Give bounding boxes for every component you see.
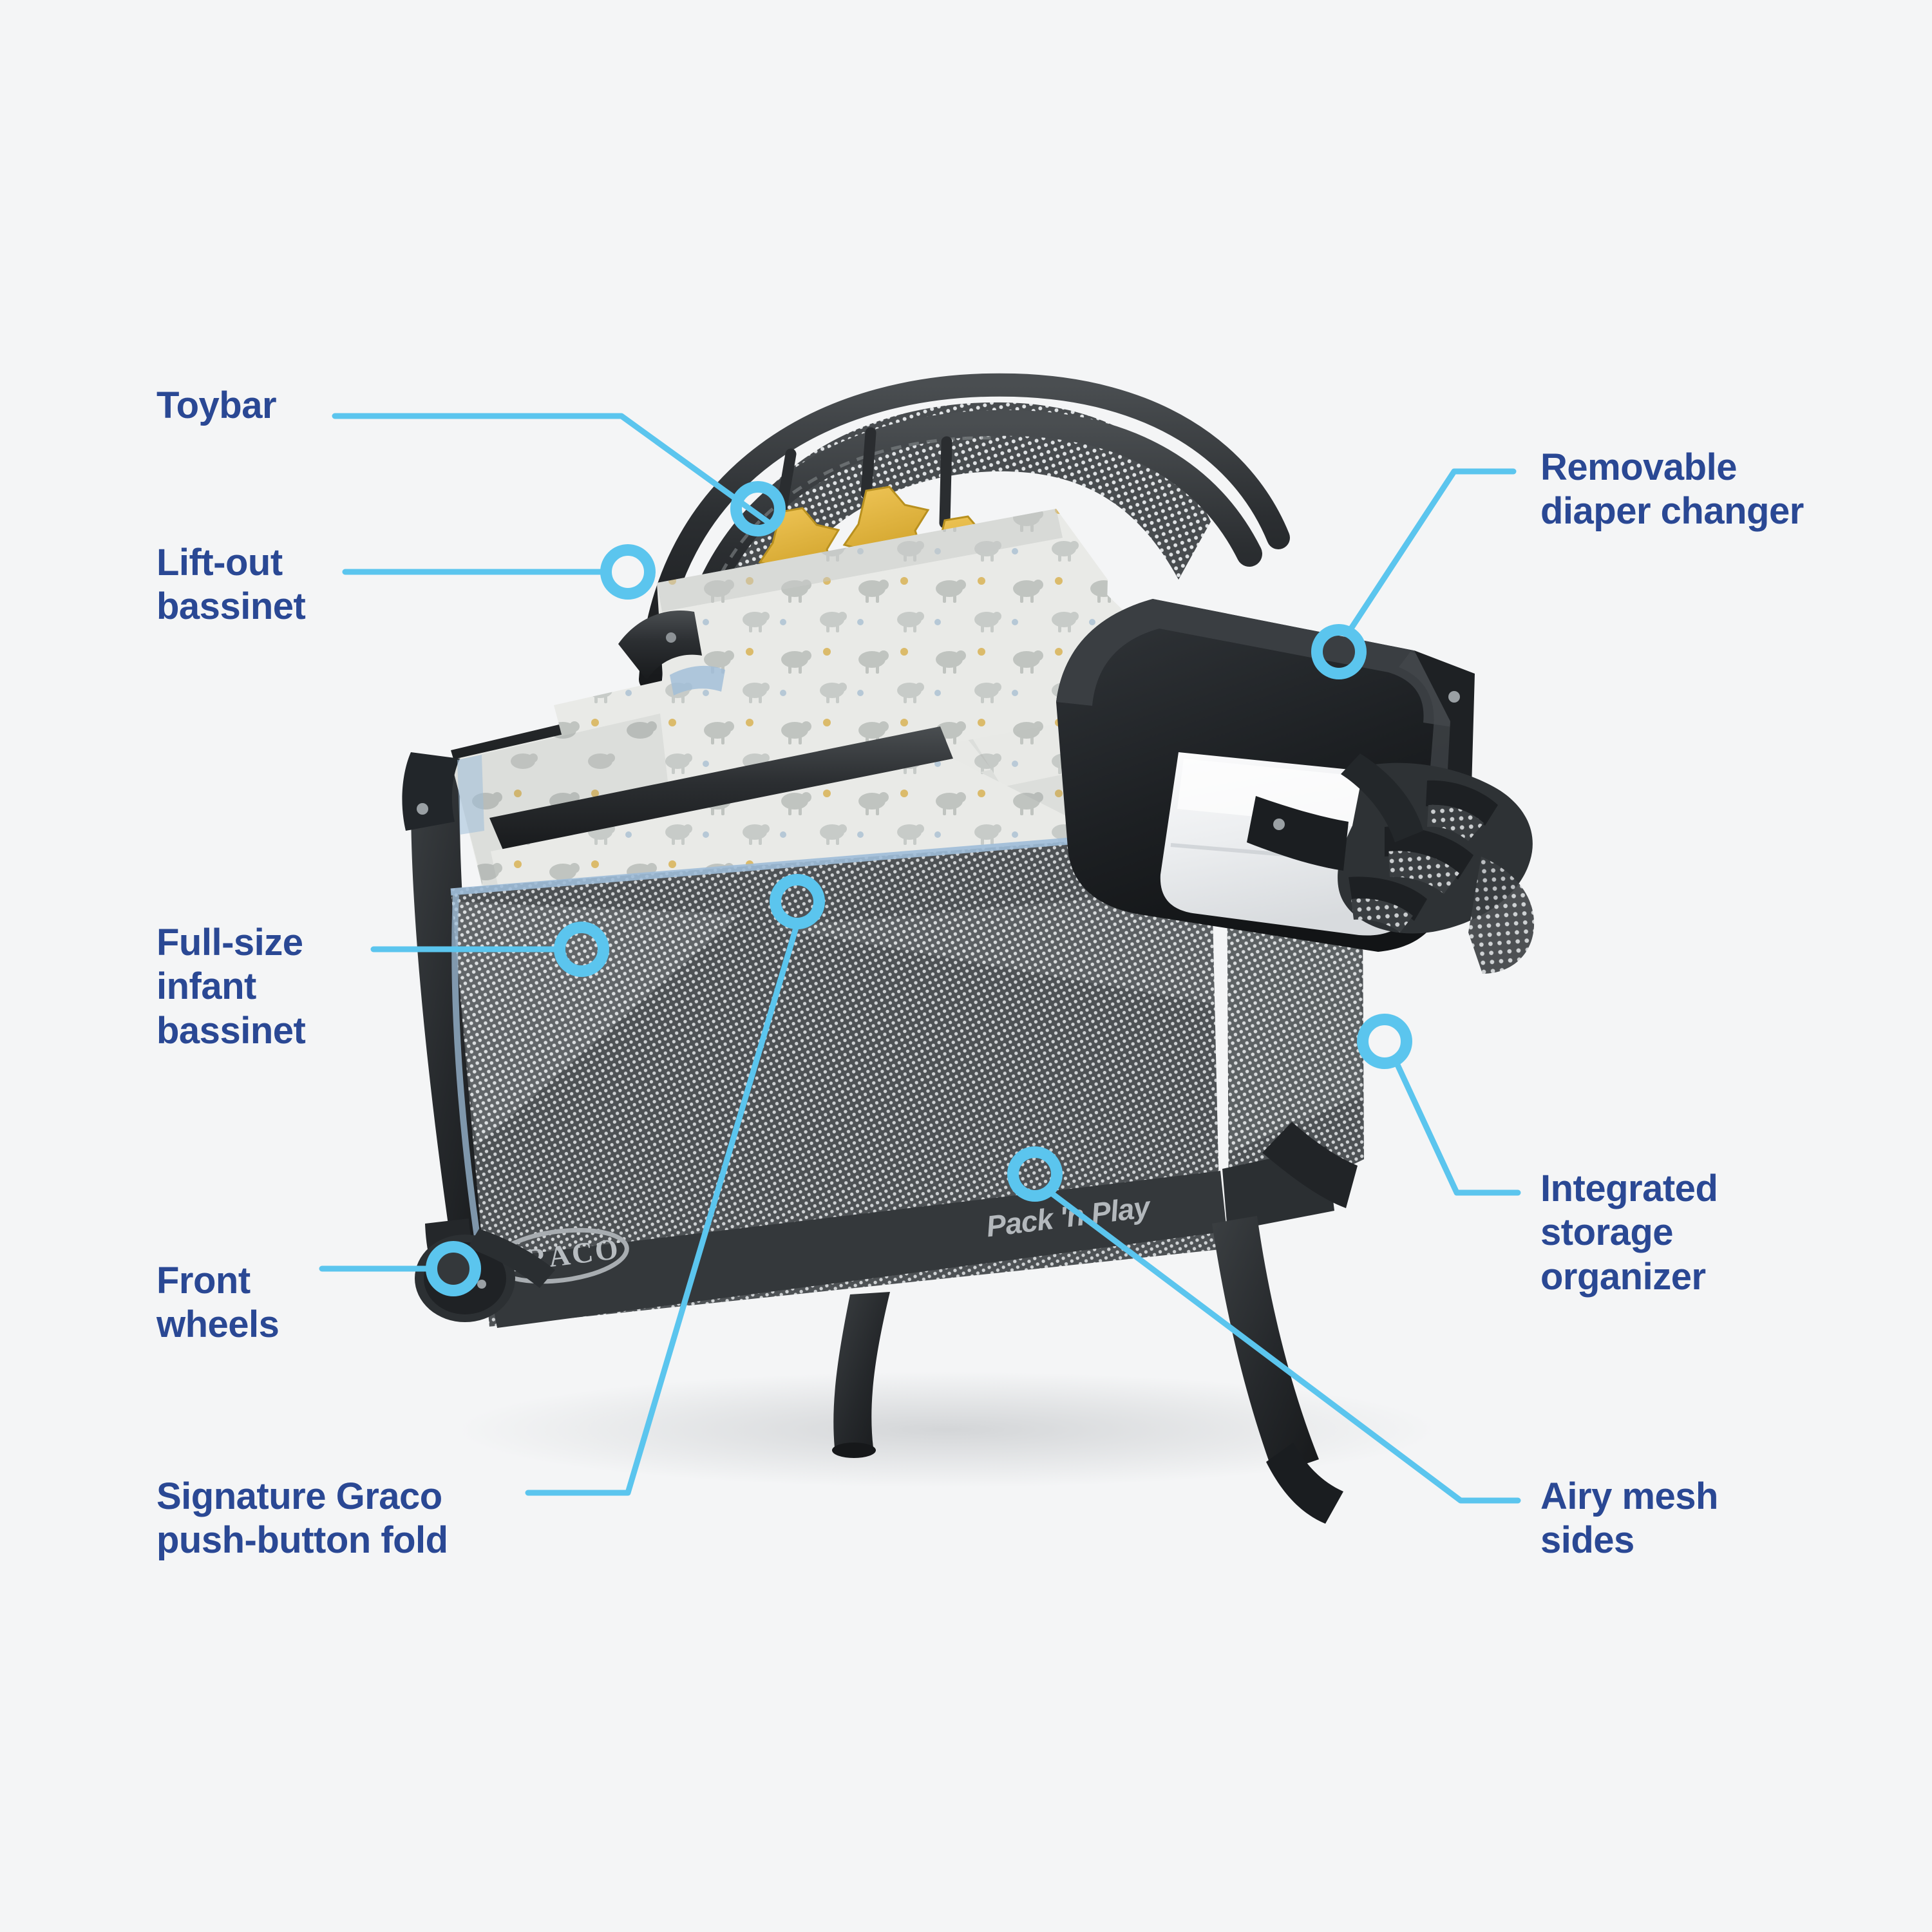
left-bracket-trim bbox=[457, 755, 484, 835]
toybar-arch-stitching bbox=[690, 436, 996, 677]
callout-label-signature-graco-push-button-fold[interactable]: Signature Graco push-button fold bbox=[156, 1475, 448, 1562]
front-leg-foot bbox=[832, 1443, 876, 1458]
hinge-blue-trim bbox=[670, 665, 725, 696]
callout-label-full-size-infant-bassinet[interactable]: Full-size infant bassinet bbox=[156, 922, 306, 1052]
callout-label-removable-diaper-changer[interactable]: Removable diaper changer bbox=[1540, 446, 1804, 533]
organizer-side-basket bbox=[1468, 857, 1535, 974]
changer-top-rim bbox=[1056, 599, 1458, 728]
callout-label-integrated-storage-organizer[interactable]: Integrated storage organizer bbox=[1540, 1168, 1718, 1298]
integrated-storage-organizer bbox=[1316, 762, 1535, 974]
right-corner-bracket bbox=[1262, 1122, 1358, 1208]
changer-flap-rivet bbox=[1448, 691, 1460, 703]
right-corner-post bbox=[1247, 796, 1349, 871]
playard-body: GRACO Pack 'n Play bbox=[402, 509, 1535, 1524]
right-frame-bar bbox=[1341, 753, 1423, 842]
organizer-pocket-top bbox=[1426, 780, 1498, 841]
left-bracket-rivet bbox=[417, 803, 428, 815]
bassinet-front-rail bbox=[489, 726, 953, 851]
left-corner-bracket bbox=[402, 752, 460, 831]
toybar-rear-arch bbox=[639, 373, 1290, 691]
right-post-rivet bbox=[1273, 819, 1285, 830]
callout-label-front-wheels[interactable]: Front wheels bbox=[156, 1260, 279, 1346]
organizer-pocket-middle bbox=[1385, 826, 1473, 894]
bumper-top-highlight bbox=[657, 509, 1063, 612]
callout-label-toybar[interactable]: Toybar bbox=[156, 384, 277, 426]
front-center-leg bbox=[833, 1292, 890, 1448]
toybar-front-arch bbox=[670, 410, 1262, 715]
hinge-rivet bbox=[666, 632, 676, 643]
callout-label-lift-out-bassinet[interactable]: Lift-out bassinet bbox=[156, 542, 306, 628]
organizer-pocket-bottom bbox=[1349, 876, 1427, 933]
callout-label-airy-mesh-sides[interactable]: Airy mesh sides bbox=[1540, 1475, 1718, 1562]
bassinet-hinge-cap bbox=[618, 611, 702, 680]
